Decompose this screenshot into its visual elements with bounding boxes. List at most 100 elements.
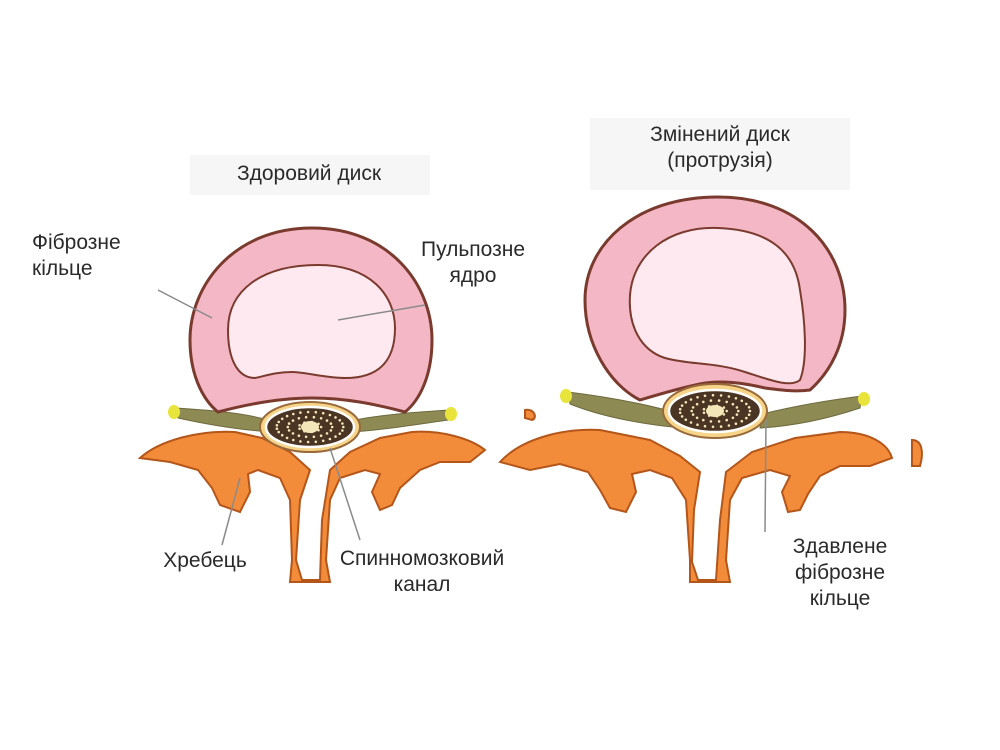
cord-dot bbox=[275, 424, 279, 427]
cord-dot bbox=[287, 422, 291, 425]
pointer-vertebra bbox=[221, 477, 241, 546]
cord-dot bbox=[680, 404, 684, 407]
cord-dot bbox=[745, 402, 748, 406]
healthy-nucleus-pulposus bbox=[226, 263, 397, 380]
healthy-nerve-root-right bbox=[351, 409, 451, 433]
cord-dot bbox=[338, 432, 342, 436]
cord-dot bbox=[299, 411, 302, 414]
cord-dot bbox=[277, 430, 281, 434]
cord-dot bbox=[722, 406, 726, 409]
cord-dot bbox=[734, 397, 738, 400]
spinal-canal-label-line-2: канал bbox=[393, 573, 451, 596]
cord-dot bbox=[341, 429, 344, 432]
cord-dot bbox=[727, 424, 731, 427]
protrusion-cord-center bbox=[706, 405, 724, 417]
pointer-annulus bbox=[157, 289, 213, 319]
compressed-annulus-label: Здавлене фіброзне кільце bbox=[770, 534, 910, 612]
cord-dot bbox=[740, 399, 744, 403]
cord-dot bbox=[680, 415, 684, 418]
healthy-nerve-tip-left bbox=[168, 405, 180, 419]
cord-dot bbox=[334, 416, 337, 419]
cord-dot bbox=[689, 421, 693, 424]
cord-dot bbox=[341, 422, 344, 425]
protrusion-title-line-1: Змінений диск bbox=[650, 123, 790, 146]
cord-dot bbox=[285, 436, 289, 440]
cord-dot bbox=[717, 420, 721, 423]
cord-dot bbox=[740, 419, 744, 423]
cord-dot bbox=[731, 416, 735, 420]
healthy-disc-title: Здоровий диск bbox=[236, 162, 382, 185]
cord-dot bbox=[280, 417, 284, 421]
cord-dot bbox=[745, 416, 748, 420]
cord-dot bbox=[696, 423, 699, 427]
cord-dot bbox=[702, 400, 705, 404]
protrusion-title-line-2: (протрузія) bbox=[667, 149, 773, 172]
cord-dot bbox=[321, 439, 325, 443]
cord-dot bbox=[702, 407, 706, 411]
cord-dot bbox=[695, 416, 699, 420]
cord-dot bbox=[325, 419, 329, 422]
cord-dot bbox=[689, 398, 693, 401]
healthy-vertebra bbox=[137, 430, 487, 583]
spinal-canal-label: Спинномозковий канал bbox=[322, 546, 522, 598]
cord-dot bbox=[691, 406, 695, 409]
cord-dot bbox=[338, 419, 342, 422]
cord-dot bbox=[312, 435, 316, 439]
cord-dot bbox=[286, 425, 290, 429]
cord-dot bbox=[703, 424, 707, 428]
cord-dot bbox=[735, 413, 739, 416]
compressed-label-line-3: кільце bbox=[809, 587, 871, 610]
cord-dot bbox=[334, 435, 337, 438]
cord-dot bbox=[291, 432, 295, 435]
cord-dot bbox=[321, 411, 325, 415]
cord-dot bbox=[277, 420, 281, 424]
protrusion-disc-title: Змінений диск (протрузія) bbox=[600, 122, 840, 174]
protrusion-vertebra-edge-right bbox=[911, 438, 923, 467]
protrusion-vertebra bbox=[498, 428, 894, 583]
title-backdrop bbox=[590, 118, 850, 190]
cord-dot bbox=[314, 440, 318, 444]
cord-dot bbox=[725, 418, 728, 422]
cord-dot bbox=[690, 409, 693, 413]
cord-dot bbox=[325, 432, 329, 435]
cord-dot bbox=[292, 438, 295, 442]
cord-dot bbox=[737, 409, 740, 413]
cord-dot bbox=[719, 394, 723, 397]
nucleus-label: Пульпозне ядро bbox=[408, 237, 538, 289]
cord-dot bbox=[287, 429, 291, 432]
compressed-label-line-2: фіброзне bbox=[795, 561, 885, 584]
cord-dot bbox=[727, 395, 731, 398]
annulus-label: Фіброзне кільце bbox=[32, 230, 121, 282]
cord-dot bbox=[678, 407, 682, 411]
healthy-disc-illustration bbox=[137, 226, 487, 583]
cord-dot bbox=[280, 433, 284, 437]
cord-dot bbox=[731, 402, 735, 406]
cord-dot bbox=[298, 427, 301, 431]
pointer-nucleus bbox=[337, 304, 426, 321]
cord-dot bbox=[747, 406, 751, 409]
cord-dot bbox=[734, 422, 738, 426]
cord-dot bbox=[711, 393, 715, 397]
cord-dot bbox=[696, 396, 699, 399]
cord-dot bbox=[299, 440, 302, 443]
cord-dot bbox=[691, 413, 695, 416]
cord-dot bbox=[695, 402, 699, 406]
protrusion-nucleus-pulposus bbox=[628, 226, 806, 385]
cord-dot bbox=[319, 425, 323, 429]
cord-dot bbox=[702, 411, 706, 415]
cord-dot bbox=[319, 434, 323, 438]
cord-dot bbox=[709, 399, 713, 402]
annulus-label-line-2: кільце bbox=[32, 257, 93, 280]
nucleus-label-line-2: ядро bbox=[449, 264, 497, 287]
cord-dot bbox=[709, 420, 713, 423]
cord-dot bbox=[292, 412, 295, 416]
cord-dot bbox=[304, 435, 308, 439]
compressed-label-line-1: Здавлене bbox=[792, 535, 888, 558]
cord-dot bbox=[722, 413, 726, 416]
cord-dot bbox=[684, 418, 688, 422]
cord-dot bbox=[735, 406, 739, 409]
cord-dot bbox=[678, 411, 682, 415]
cord-dot bbox=[330, 425, 334, 429]
cord-dot bbox=[319, 417, 323, 420]
